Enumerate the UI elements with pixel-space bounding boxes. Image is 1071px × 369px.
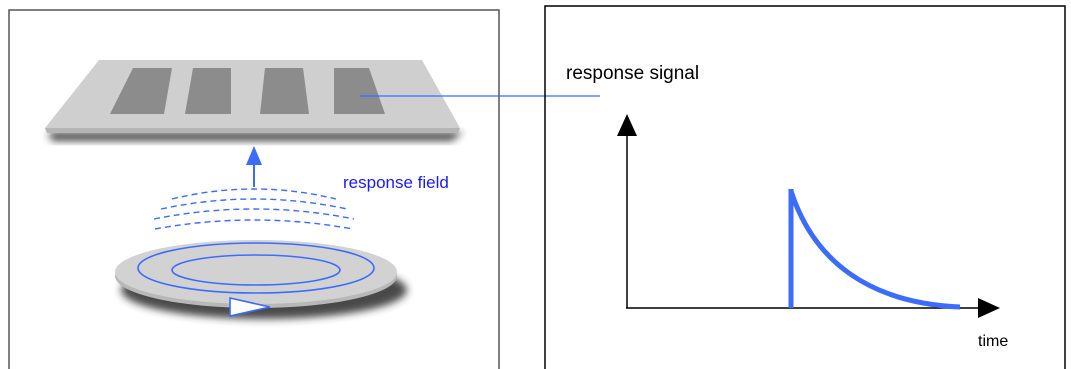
left-panel bbox=[8, 9, 600, 369]
x-axis-label: time bbox=[978, 333, 1009, 350]
sensor-strip bbox=[334, 68, 385, 114]
field-waves-icon bbox=[153, 188, 355, 230]
sensor-strip bbox=[185, 68, 231, 114]
coil-disc-icon bbox=[115, 240, 407, 319]
right-panel-border bbox=[544, 5, 1066, 369]
right-panel bbox=[544, 5, 1066, 369]
direction-arrow-icon bbox=[229, 297, 271, 317]
response-curve bbox=[788, 189, 961, 310]
response-field-label: response field bbox=[343, 173, 449, 192]
y-axis-arrowhead bbox=[617, 114, 637, 136]
sensor-strip bbox=[110, 68, 172, 114]
upward-arrow-icon bbox=[246, 146, 262, 187]
sensor-plate-icon bbox=[45, 60, 463, 141]
y-axis-label: response signal bbox=[566, 63, 700, 84]
sensor-strip bbox=[260, 68, 309, 114]
x-axis-arrowhead bbox=[978, 298, 1000, 318]
